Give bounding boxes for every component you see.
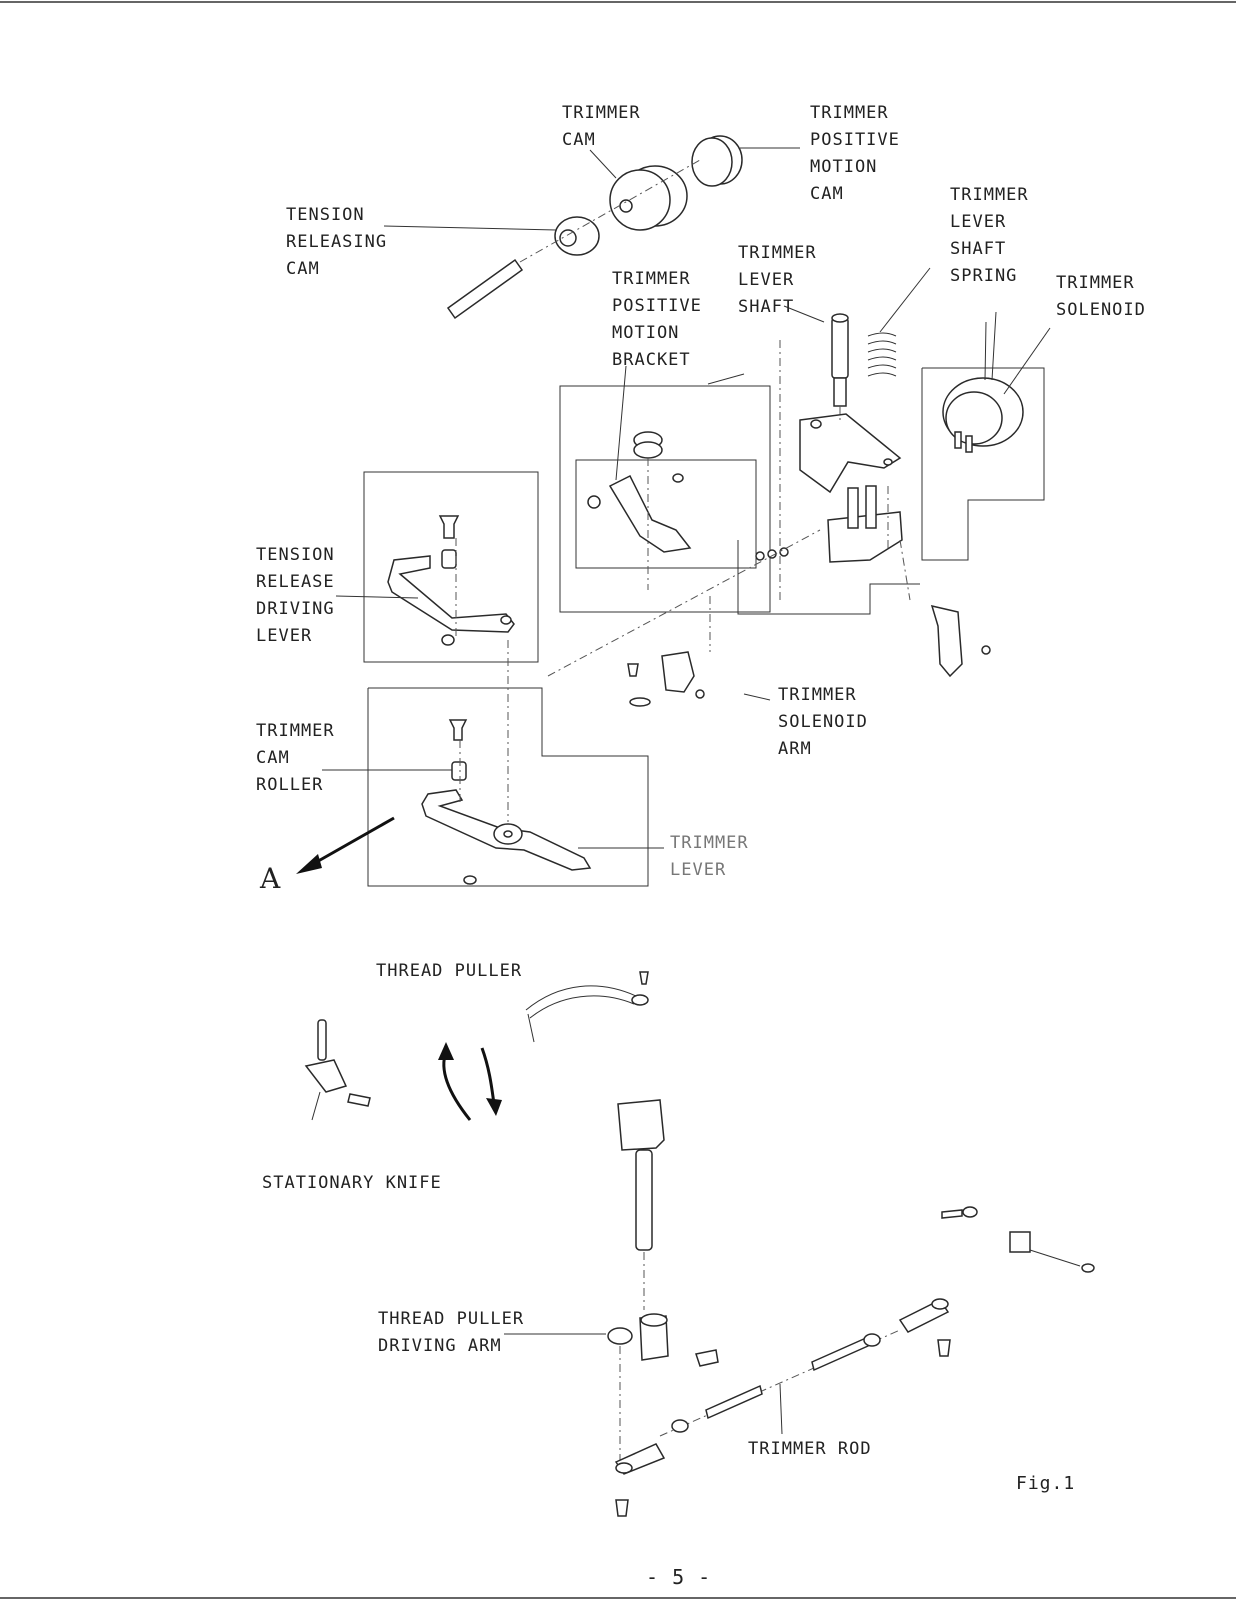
upper-right-link-part [941,1206,1095,1273]
side-bracket-part [930,604,991,678]
figure-caption: Fig.1 [1016,1473,1076,1494]
page-number: - 5 - [646,1565,712,1589]
thread-puller-shaft-part [617,1099,665,1310]
stationary-knife-part [304,1019,371,1121]
trimmer-cam-roller-part [448,719,468,781]
arrow-a-head [296,854,322,874]
thread-puller-driving-arm-part [607,1313,719,1462]
trimmer-rod-part [614,1298,951,1517]
label-stationary-knife: STATIONARY KNIFE [262,1173,442,1193]
trimmer-positive-motion-bracket-part [587,431,692,553]
trimmer-positive-motion-cam-part [691,135,743,187]
bracket-outer-frame [559,385,771,613]
solenoid-frame [921,367,1045,561]
label-arrow-a: A [260,862,281,895]
motion-arrows [438,1042,502,1121]
trimmer-lever-frame [367,687,649,887]
bracket-inner-frame [575,459,757,569]
arrow-a-shaft [305,816,395,870]
trimmer-lever-plate-part [799,413,903,563]
cam-axis-line [519,159,701,263]
label-trimmer-rod: TRIMMER ROD [748,1439,872,1459]
tension-release-frame [363,471,539,663]
trimmer-lever-part [421,789,592,885]
thread-puller-part [525,971,649,1043]
assembly-dash-lines [455,340,911,822]
tension-release-driving-lever-part [387,515,515,646]
trimmer-solenoid-part [942,311,1024,453]
trimmer-cam-part [609,165,688,231]
center-frame [737,540,920,615]
trimmer-lever-shaft-part [831,313,849,407]
leader-lines-top [322,147,1051,849]
label-thread-puller: THREAD PULLER [376,961,523,981]
trimmer-lever-shaft-spring-part [867,332,897,377]
tension-releasing-cam-part [446,216,600,320]
small-screws-center [755,547,789,561]
trimmer-solenoid-arm-part [627,651,705,707]
